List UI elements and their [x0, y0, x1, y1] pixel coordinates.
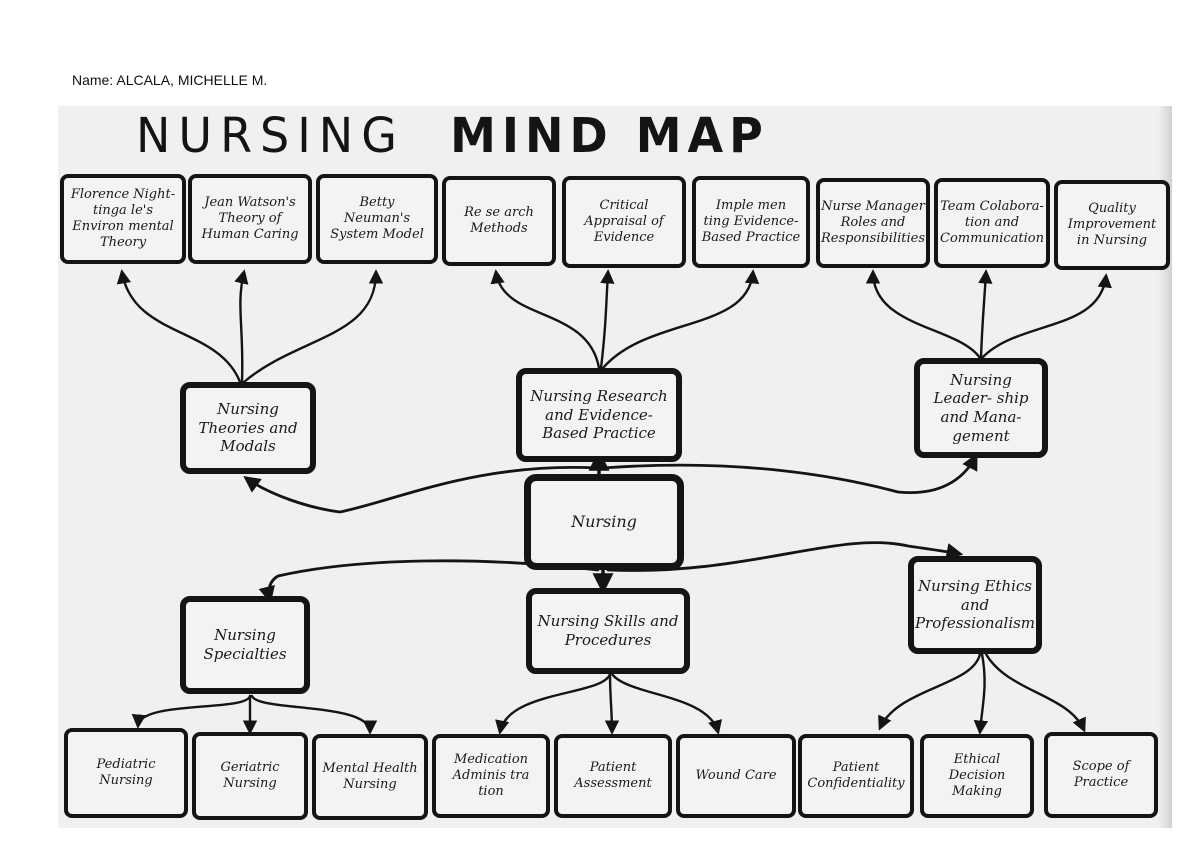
node-medication-administration: Medication Adminis tra tion [432, 734, 550, 818]
node-pediatric-nursing: Pediatric Nursing [64, 728, 188, 818]
hub-nursing-ethics: Nursing Ethics and Professionalism [908, 556, 1042, 654]
link-research-methods [490, 269, 601, 370]
poster-edge-shadow [1158, 106, 1172, 828]
document-name: Name: ALCALA, MICHELLE M. [72, 72, 268, 88]
node-betty-neuman-model: Betty Neuman's System Model [316, 174, 438, 264]
center-node-nursing: Nursing [524, 474, 684, 570]
link-skills-wound [610, 672, 723, 735]
link-leadership-team [978, 269, 993, 360]
link-ethics-scope [984, 652, 1086, 733]
link-specialties-pediatric [131, 694, 252, 729]
link-theories-neuman [242, 269, 384, 384]
node-geriatric-nursing: Geriatric Nursing [192, 732, 308, 820]
node-ethical-decision-making: Ethical Decision Making [920, 734, 1034, 818]
node-team-collaboration: Team Colabora- tion and Communication [934, 178, 1050, 268]
link-ethics-confidentiality [878, 652, 982, 731]
link-center-leadership [601, 453, 978, 495]
link-leadership-manager [865, 269, 982, 360]
poster-title: NURSING MIND MAP [136, 107, 769, 164]
mind-map-poster: NURSING MIND MAP [58, 106, 1172, 828]
link-research-implementing [601, 269, 760, 370]
title-part-2: MIND MAP [450, 106, 769, 164]
node-patient-confidentiality: Patient Confidentiality [798, 734, 914, 818]
hub-nursing-skills: Nursing Skills and Procedures [526, 588, 690, 674]
link-theories-florence [116, 269, 242, 384]
link-skills-medication [495, 672, 612, 735]
link-specialties-mental [250, 694, 378, 735]
node-mental-health-nursing: Mental Health Nursing [312, 734, 428, 820]
hub-nursing-theories: Nursing Theories and Modals [180, 382, 316, 474]
hub-nursing-research: Nursing Research and Evidence-Based Prac… [516, 368, 682, 462]
link-research-appraisal [599, 269, 615, 370]
node-patient-assessment: Patient Assessment [554, 734, 672, 818]
link-center-ethics [606, 541, 964, 572]
node-implementing-ebp: Imple men ting Evidence-Based Practice [692, 176, 810, 268]
node-jean-watson-theory: Jean Watson's Theory of Human Caring [188, 174, 312, 264]
link-center-specialties [258, 559, 600, 604]
node-florence-nightingale-theory: Florence Night- tinga le's Environ menta… [60, 174, 186, 264]
link-ethics-decision [973, 652, 989, 735]
link-leadership-quality [980, 273, 1112, 360]
connector-lines [116, 269, 1112, 735]
link-center-theories [243, 465, 600, 514]
node-critical-appraisal: Critical Appraisal of Evidence [562, 176, 686, 268]
title-part-1: NURSING [136, 106, 405, 164]
node-wound-care: Wound Care [676, 734, 796, 818]
link-skills-assessment [604, 672, 620, 735]
node-scope-of-practice: Scope of Practice [1044, 732, 1158, 818]
node-quality-improvement: Quality Improvement in Nursing [1054, 180, 1170, 270]
link-theories-watson [234, 269, 249, 384]
hub-nursing-leadership: Nursing Leader- ship and Mana- gement [914, 358, 1048, 458]
node-research-methods: Re se arch Methods [442, 176, 556, 266]
node-nurse-manager-roles: Nurse Manager Roles and Responsibilities [816, 178, 930, 268]
hub-nursing-specialties: Nursing Specialties [180, 596, 310, 694]
